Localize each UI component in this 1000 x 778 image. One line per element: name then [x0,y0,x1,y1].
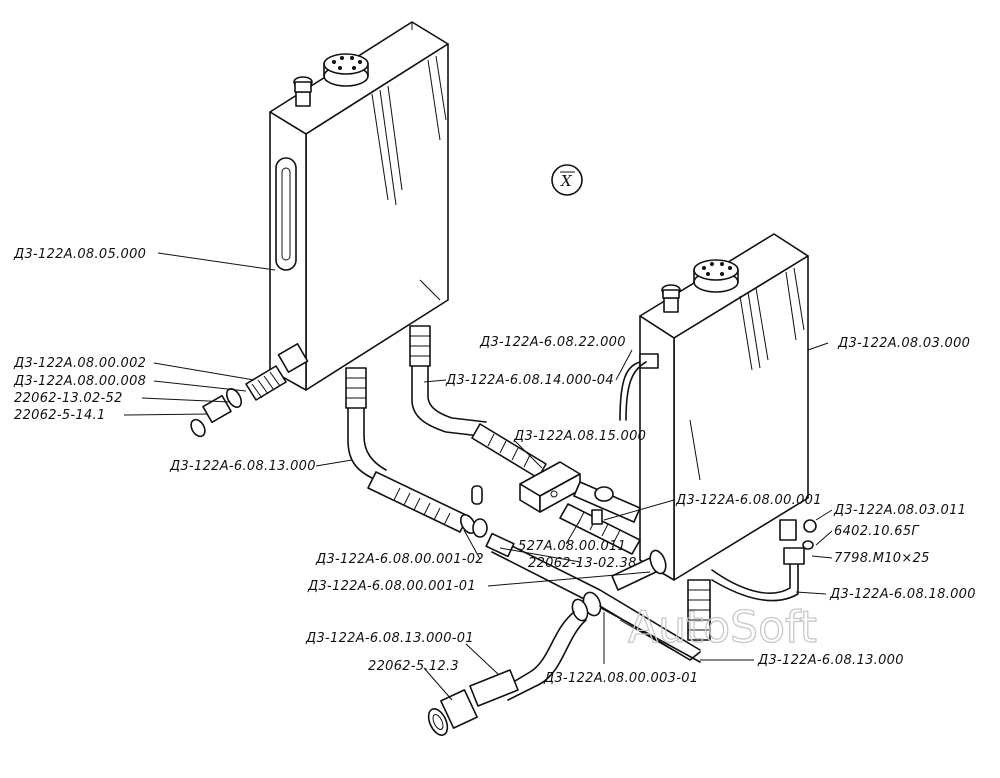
label-b1: Д3-122А-6.08.13.000-01 [305,631,474,646]
view-mark: X [551,164,583,196]
view-mark-letter: X [560,172,573,190]
label-m7: 527А.08.00.011 [518,539,626,554]
label-r4: Д3-122А-6.08.18.000 [829,587,976,602]
label-b4: Д3-122А-6.08.13.000 [757,653,904,668]
label-l1: Д3-122А.08.00.002 [13,356,146,371]
label-r1: Д3-122А.08.03.011 [833,503,966,518]
part-labels: Д3-122А.08.05.000 Д3-122А.08.03.000 Д3-1… [13,247,976,686]
end-fitting [427,689,478,736]
label-m1: Д3-122А-6.08.22.000 [479,335,626,350]
label-tank-left: Д3-122А.08.05.000 [13,247,146,262]
breather-right [661,284,681,313]
filler-cap-right [693,259,739,293]
drain-fitting-left [190,343,309,438]
label-l5: Д3-122А-6.08.13.000 [169,459,316,474]
label-m4: Д3-122А-6.08.00.001 [675,493,822,508]
return-tube-right [711,519,817,602]
sight-glass-left [275,157,297,271]
right-tank [619,233,817,641]
label-b2: 22062-5.12.3 [368,659,459,674]
label-m3: Д3-122А.08.15.000 [513,429,646,444]
watermark: AutoSoft [628,602,817,653]
label-m5: Д3-122А-6.08.00.001-02 [315,552,484,567]
label-l3: 22062-13.02-52 [14,391,123,406]
label-b3: Д3-122А.08.00.003-01 [543,671,698,686]
label-r3: 7798.М10×25 [834,551,930,566]
pipe-system [347,365,701,736]
label-r2: 6402.10.65Г [834,524,920,539]
breather-left [293,76,313,107]
lower-coupling [571,591,602,622]
left-tank [190,21,449,438]
label-l4: 22062-5-14.1 [14,408,106,423]
leader-lines [123,252,833,701]
label-m6: Д3-122А-6.08.00.001-01 [307,579,476,594]
bottom-outlet-right [687,579,711,641]
label-m2: Д3-122А-6.08.14.000-04 [445,373,614,388]
label-l2: Д3-122А.08.00.008 [13,374,146,389]
label-m8: 22062-13-02.38 [528,556,637,571]
side-tube-right [619,353,659,421]
filler-cap-left [323,53,369,87]
bottom-outlets-left [345,325,431,409]
label-tank-right: Д3-122А.08.03.000 [837,336,970,351]
